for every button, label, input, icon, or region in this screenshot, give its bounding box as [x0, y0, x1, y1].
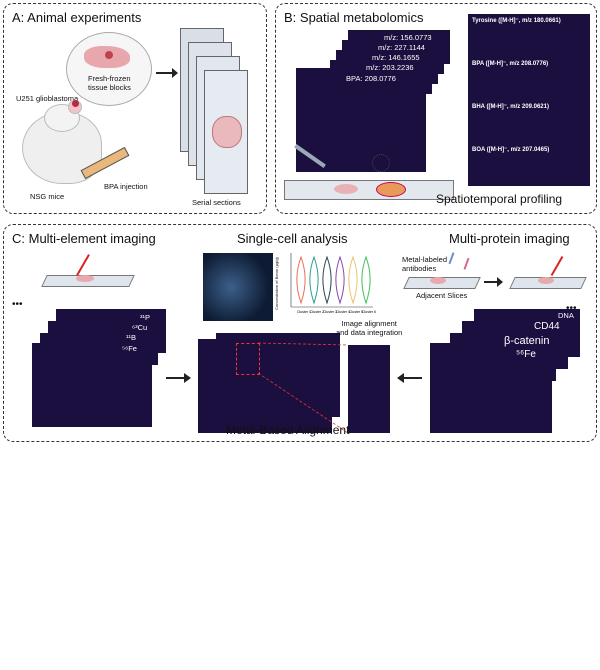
tissue-block-bubble: [66, 32, 152, 106]
violin-5: [348, 255, 358, 305]
ellipsis-right: •••: [566, 303, 577, 314]
violin-xlabel-4: Cluster 4: [336, 310, 350, 314]
protein-label-dna: DNA: [558, 311, 574, 320]
profile-column: [468, 14, 590, 186]
arrow-left-icon-c: [402, 377, 422, 379]
mouse-tumor: [72, 100, 79, 107]
injection-label: BPA injection: [104, 182, 148, 191]
panel-c-title: C: Multi-element imaging: [12, 231, 156, 246]
element-label-fe: ⁵⁶Fe: [122, 344, 137, 353]
violin-4: [335, 255, 345, 305]
arrow-right-icon-c: [166, 377, 186, 379]
roi-box: [236, 343, 260, 375]
violin-2: [309, 255, 319, 305]
tissue-label: Fresh-frozen tissue blocks: [88, 74, 131, 92]
adjacent-sample-2: [538, 277, 554, 284]
tumor-spot: [105, 51, 113, 59]
arrow-right-head: [172, 68, 178, 78]
glioblastoma-label: U251 glioblastoma: [16, 94, 79, 103]
arrow-left-head-c: [397, 373, 404, 383]
profile-boa-label: BOA ([M-H]⁻, m/z 207.0465): [472, 147, 550, 153]
metal-antibodies-label: Metal-labeled antibodies: [402, 255, 448, 273]
maldi-slide: [284, 180, 454, 200]
profiling-label: Spatiotemporal profiling: [436, 192, 563, 206]
slide-sample-1: [334, 184, 358, 194]
center-brain-image: [198, 339, 332, 433]
mz-label-3: m/z: 146.1655: [372, 53, 420, 62]
matrix-molecule-icon: [372, 154, 390, 172]
single-cell-title: Single-cell analysis: [237, 231, 348, 246]
mice-label: NSG mice: [30, 192, 65, 201]
adjacent-sample-1: [430, 277, 446, 284]
violin-xlabel-1: Cluster 1: [297, 310, 311, 314]
adjacent-label: Adjacent Slices: [416, 291, 468, 300]
arrow-right-head-p: [497, 277, 503, 287]
mz-label-5: BPA: 208.0776: [346, 74, 396, 83]
zoom-image: [348, 345, 390, 433]
violin-xlabel-5: Cluster 5: [349, 310, 363, 314]
mz-label-4: m/z: 203.2236: [366, 63, 414, 72]
mz-label-1: m/z: 156.0773: [384, 33, 432, 42]
profile-bpa-label: BPA ([M-H]⁻, m/z 208.0776): [472, 61, 549, 67]
element-label-p: ³¹P: [140, 313, 150, 322]
arrow-right-head-c: [184, 373, 191, 383]
violin-1: [296, 255, 306, 305]
violin-xlabel-6: Cluster 6: [362, 310, 376, 314]
sections-label: Serial sections: [192, 198, 241, 207]
violin-3: [322, 255, 332, 305]
profile-bha-label: BHA ([M-H]⁻, m/z 209.0621): [472, 104, 549, 110]
violin-6: [361, 255, 371, 305]
arrow-right-icon: [156, 72, 174, 74]
slide-sample-2: [376, 182, 406, 197]
laser-sample-left: [76, 275, 94, 282]
panel-b-title: B: Spatial metabolomics: [284, 10, 424, 25]
panel-animal-experiments: A: Animal experiments Fresh-frozen tissu…: [3, 3, 267, 214]
violin-xlabel-2: Cluster 2: [310, 310, 324, 314]
single-cell-image: [203, 253, 273, 321]
profile-tyrosine-label: Tyrosine ([M-H]⁻, m/z 180.0661): [472, 18, 561, 24]
protein-brain-image: [430, 343, 552, 433]
panel-multi-element: C: Multi-element imaging Single-cell ana…: [3, 224, 597, 442]
protein-label-fe: ⁵⁶Fe: [516, 349, 536, 360]
arrow-right-icon-p: [484, 281, 498, 283]
zoom-lines: [257, 342, 349, 434]
multi-protein-title: Multi-protein imaging: [449, 231, 570, 246]
alignment-note: Image alignment and data integration: [336, 319, 403, 337]
element-label-b: ¹¹B: [126, 333, 136, 342]
protein-label-cd44: CD44: [534, 321, 560, 332]
element-brain-image: [32, 343, 152, 427]
mz-label-2: m/z: 227.1144: [378, 43, 425, 52]
panel-a-title: A: Animal experiments: [12, 10, 142, 25]
element-label-cu: ⁶³Cu: [132, 323, 148, 332]
brain-section: [212, 116, 242, 148]
protein-label-catenin: β-catenin: [504, 335, 550, 347]
violin-xlabel-3: Cluster 3: [323, 310, 337, 314]
ellipsis-left: •••: [12, 299, 23, 310]
alignment-label: Metal-Based Alignment: [226, 423, 350, 437]
bpa-brain-image: [296, 68, 426, 172]
panel-spatial-metabolomics: B: Spatial metabolomics m/z: 156.0773 m/…: [275, 3, 597, 214]
